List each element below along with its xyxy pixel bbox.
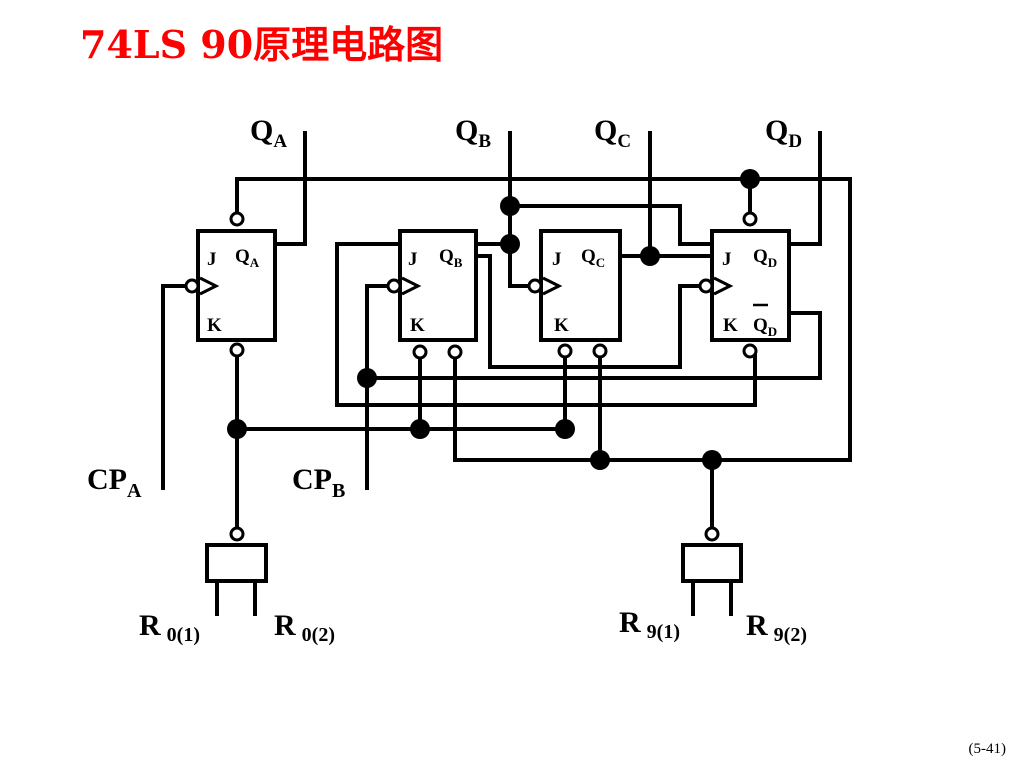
reset-gate-r9 — [681, 543, 743, 583]
slide-title: 74LS 90原理电路图 — [80, 22, 444, 67]
output-label-qb: QB — [455, 114, 491, 152]
ffd-q-label: QD — [753, 246, 777, 270]
ffb-k-label: K — [410, 315, 425, 336]
ffb-j-label: J — [408, 249, 418, 270]
output-label-qd: QD — [765, 114, 802, 152]
clock-label-cpa: CPA — [87, 463, 142, 502]
output-label-qa: QA — [250, 114, 287, 152]
ffc-k-label: K — [554, 315, 569, 336]
output-label-qc: QC — [594, 114, 631, 152]
ffa-j-label: J — [207, 249, 217, 270]
ffb-q-label: QB — [439, 246, 463, 270]
ffd-k-label: K — [723, 315, 738, 336]
flip-flop-a — [196, 229, 277, 342]
ffc-j-label: J — [552, 249, 562, 270]
inversion-bubbles — [184, 211, 758, 542]
ffa-q-label: QA — [235, 246, 260, 270]
junction-dots — [227, 169, 760, 470]
ffd-j-label: J — [722, 249, 732, 270]
reset-gate-r0 — [205, 543, 268, 583]
clock-label-cpb: CPB — [292, 463, 345, 502]
ffd-qbar-label: QD — [753, 315, 777, 339]
ffc-q-label: QC — [581, 246, 605, 270]
page-number: (5-41) — [968, 741, 1007, 757]
ffa-k-label: K — [207, 315, 222, 336]
clock-triangles — [199, 276, 734, 296]
